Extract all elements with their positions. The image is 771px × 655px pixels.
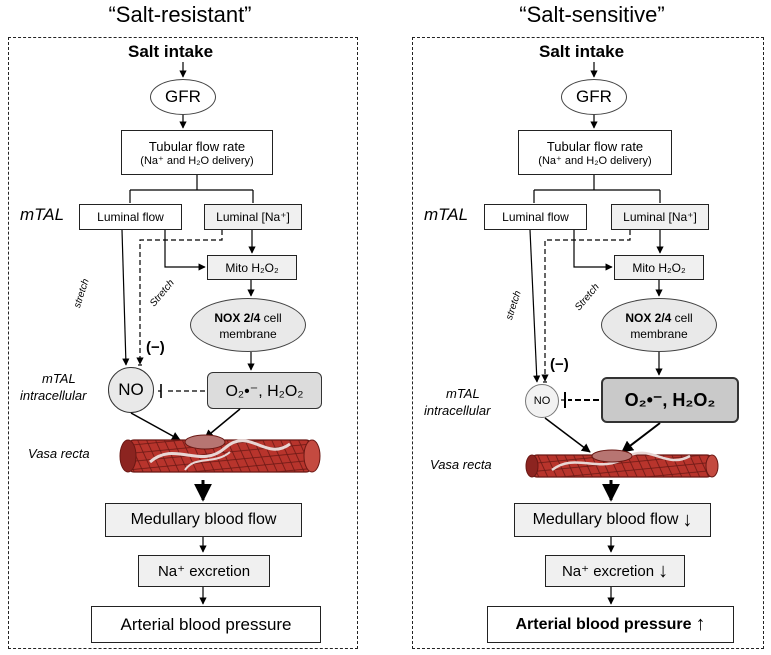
left-panel — [8, 37, 358, 649]
left-luminal-na-box: Luminal [Na⁺] — [204, 204, 302, 230]
right-nox-name: NOX 2/4 — [625, 311, 672, 325]
right-abp-box: Arterial blood pressure ↑ — [487, 606, 734, 643]
right-nox-oval: NOX 2/4 cell membrane — [601, 298, 717, 352]
right-down-arrow-icon-1: ↓ — [682, 508, 693, 531]
right-vasa-recta-label: Vasa recta — [430, 457, 492, 472]
right-gfr-oval: GFR — [561, 79, 627, 115]
left-inhibition-label: (−) — [146, 339, 165, 356]
right-gfr-label: GFR — [576, 87, 612, 106]
right-na-excretion-label: Na⁺ excretion — [561, 563, 655, 580]
right-panel — [412, 37, 764, 649]
right-medullary-label: Medullary blood flow — [532, 511, 679, 528]
left-nox-name: NOX 2/4 — [214, 311, 261, 325]
left-abp-box: Arterial blood pressure — [91, 606, 321, 643]
left-ros-box: O₂•⁻, H₂O₂ — [207, 372, 322, 409]
right-down-arrow-icon-2: ↓ — [658, 559, 669, 582]
left-medullary-box: Medullary blood flow — [105, 503, 302, 537]
right-no-label: NO — [533, 395, 551, 407]
right-medullary-box: Medullary blood flow ↓ — [514, 503, 711, 537]
right-mtal-intracellular-1: mTAL — [446, 386, 480, 401]
right-panel-title: “Salt-sensitive” — [519, 2, 665, 27]
left-na-excretion-label: Na⁺ excretion — [157, 563, 251, 580]
left-na-excretion-box: Na⁺ excretion — [138, 555, 270, 587]
right-connectors — [529, 62, 664, 605]
left-no-label: NO — [118, 380, 144, 399]
left-mito-label: Mito H₂O₂ — [225, 260, 279, 275]
left-luminal-flow-box: Luminal flow — [79, 204, 182, 230]
left-luminal-flow-label: Luminal flow — [97, 210, 164, 224]
left-abp-label: Arterial blood pressure — [120, 614, 292, 634]
left-nox-membrane: membrane — [219, 327, 277, 341]
right-salt-intake: Salt intake — [539, 42, 625, 61]
right-nox-cell: cell — [671, 311, 693, 325]
left-tubular-line1: Tubular flow rate — [148, 138, 246, 154]
left-gfr-label: GFR — [165, 87, 201, 106]
right-ros-box: O₂•⁻, H₂O₂ — [601, 377, 739, 423]
right-luminal-na-label: Luminal [Na⁺] — [623, 210, 697, 224]
left-vasa-recta-vessel — [119, 434, 321, 473]
right-up-arrow-icon: ↑ — [695, 613, 706, 635]
right-luminal-na-box: Luminal [Na⁺] — [611, 204, 709, 230]
right-tubular-line1: Tubular flow rate — [546, 138, 644, 154]
right-tubular-box: Tubular flow rate (Na⁺ and H₂O delivery) — [518, 130, 672, 175]
right-mito-label: Mito H₂O₂ — [632, 260, 686, 275]
left-vasa-recta-label: Vasa recta — [28, 446, 90, 461]
right-mtal-intracellular-2: intracellular — [424, 403, 491, 418]
left-no-circle: NO — [108, 367, 154, 413]
left-ros-label: O₂•⁻, H₂O₂ — [225, 382, 304, 400]
left-tubular-line2: (Na⁺ and H₂O delivery) — [140, 154, 254, 167]
left-luminal-na-label: Luminal [Na⁺] — [216, 210, 290, 224]
right-abp-label: Arterial blood pressure — [515, 615, 692, 633]
right-luminal-flow-label: Luminal flow — [502, 210, 569, 224]
left-medullary-label: Medullary blood flow — [130, 511, 277, 528]
right-inhibition-label: (−) — [550, 356, 569, 373]
left-panel-title: “Salt-resistant” — [108, 2, 252, 27]
left-mito-box: Mito H₂O₂ — [207, 255, 297, 280]
right-na-excretion-box: Na⁺ excretion ↓ — [545, 555, 685, 587]
left-connectors — [121, 62, 256, 605]
right-mito-box: Mito H₂O₂ — [614, 255, 704, 280]
right-nox-membrane: membrane — [630, 327, 688, 341]
right-tubular-line2: (Na⁺ and H₂O delivery) — [538, 154, 652, 167]
left-mtal-intracellular-1: mTAL — [42, 371, 76, 386]
left-gfr-oval: GFR — [150, 79, 216, 115]
right-ros-label: O₂•⁻, H₂O₂ — [624, 389, 716, 410]
right-luminal-flow-box: Luminal flow — [484, 204, 587, 230]
left-nox-cell: cell — [260, 311, 282, 325]
left-mtal-intracellular-2: intracellular — [20, 388, 87, 403]
left-nox-oval: NOX 2/4 cell membrane — [190, 298, 306, 352]
right-no-circle: NO — [525, 384, 559, 418]
right-vasa-recta-vessel — [525, 449, 719, 478]
left-salt-intake: Salt intake — [128, 42, 214, 61]
left-tubular-box: Tubular flow rate (Na⁺ and H₂O delivery) — [121, 130, 273, 175]
left-mtal-label: mTAL — [20, 205, 65, 224]
right-mtal-label: mTAL — [424, 205, 469, 224]
